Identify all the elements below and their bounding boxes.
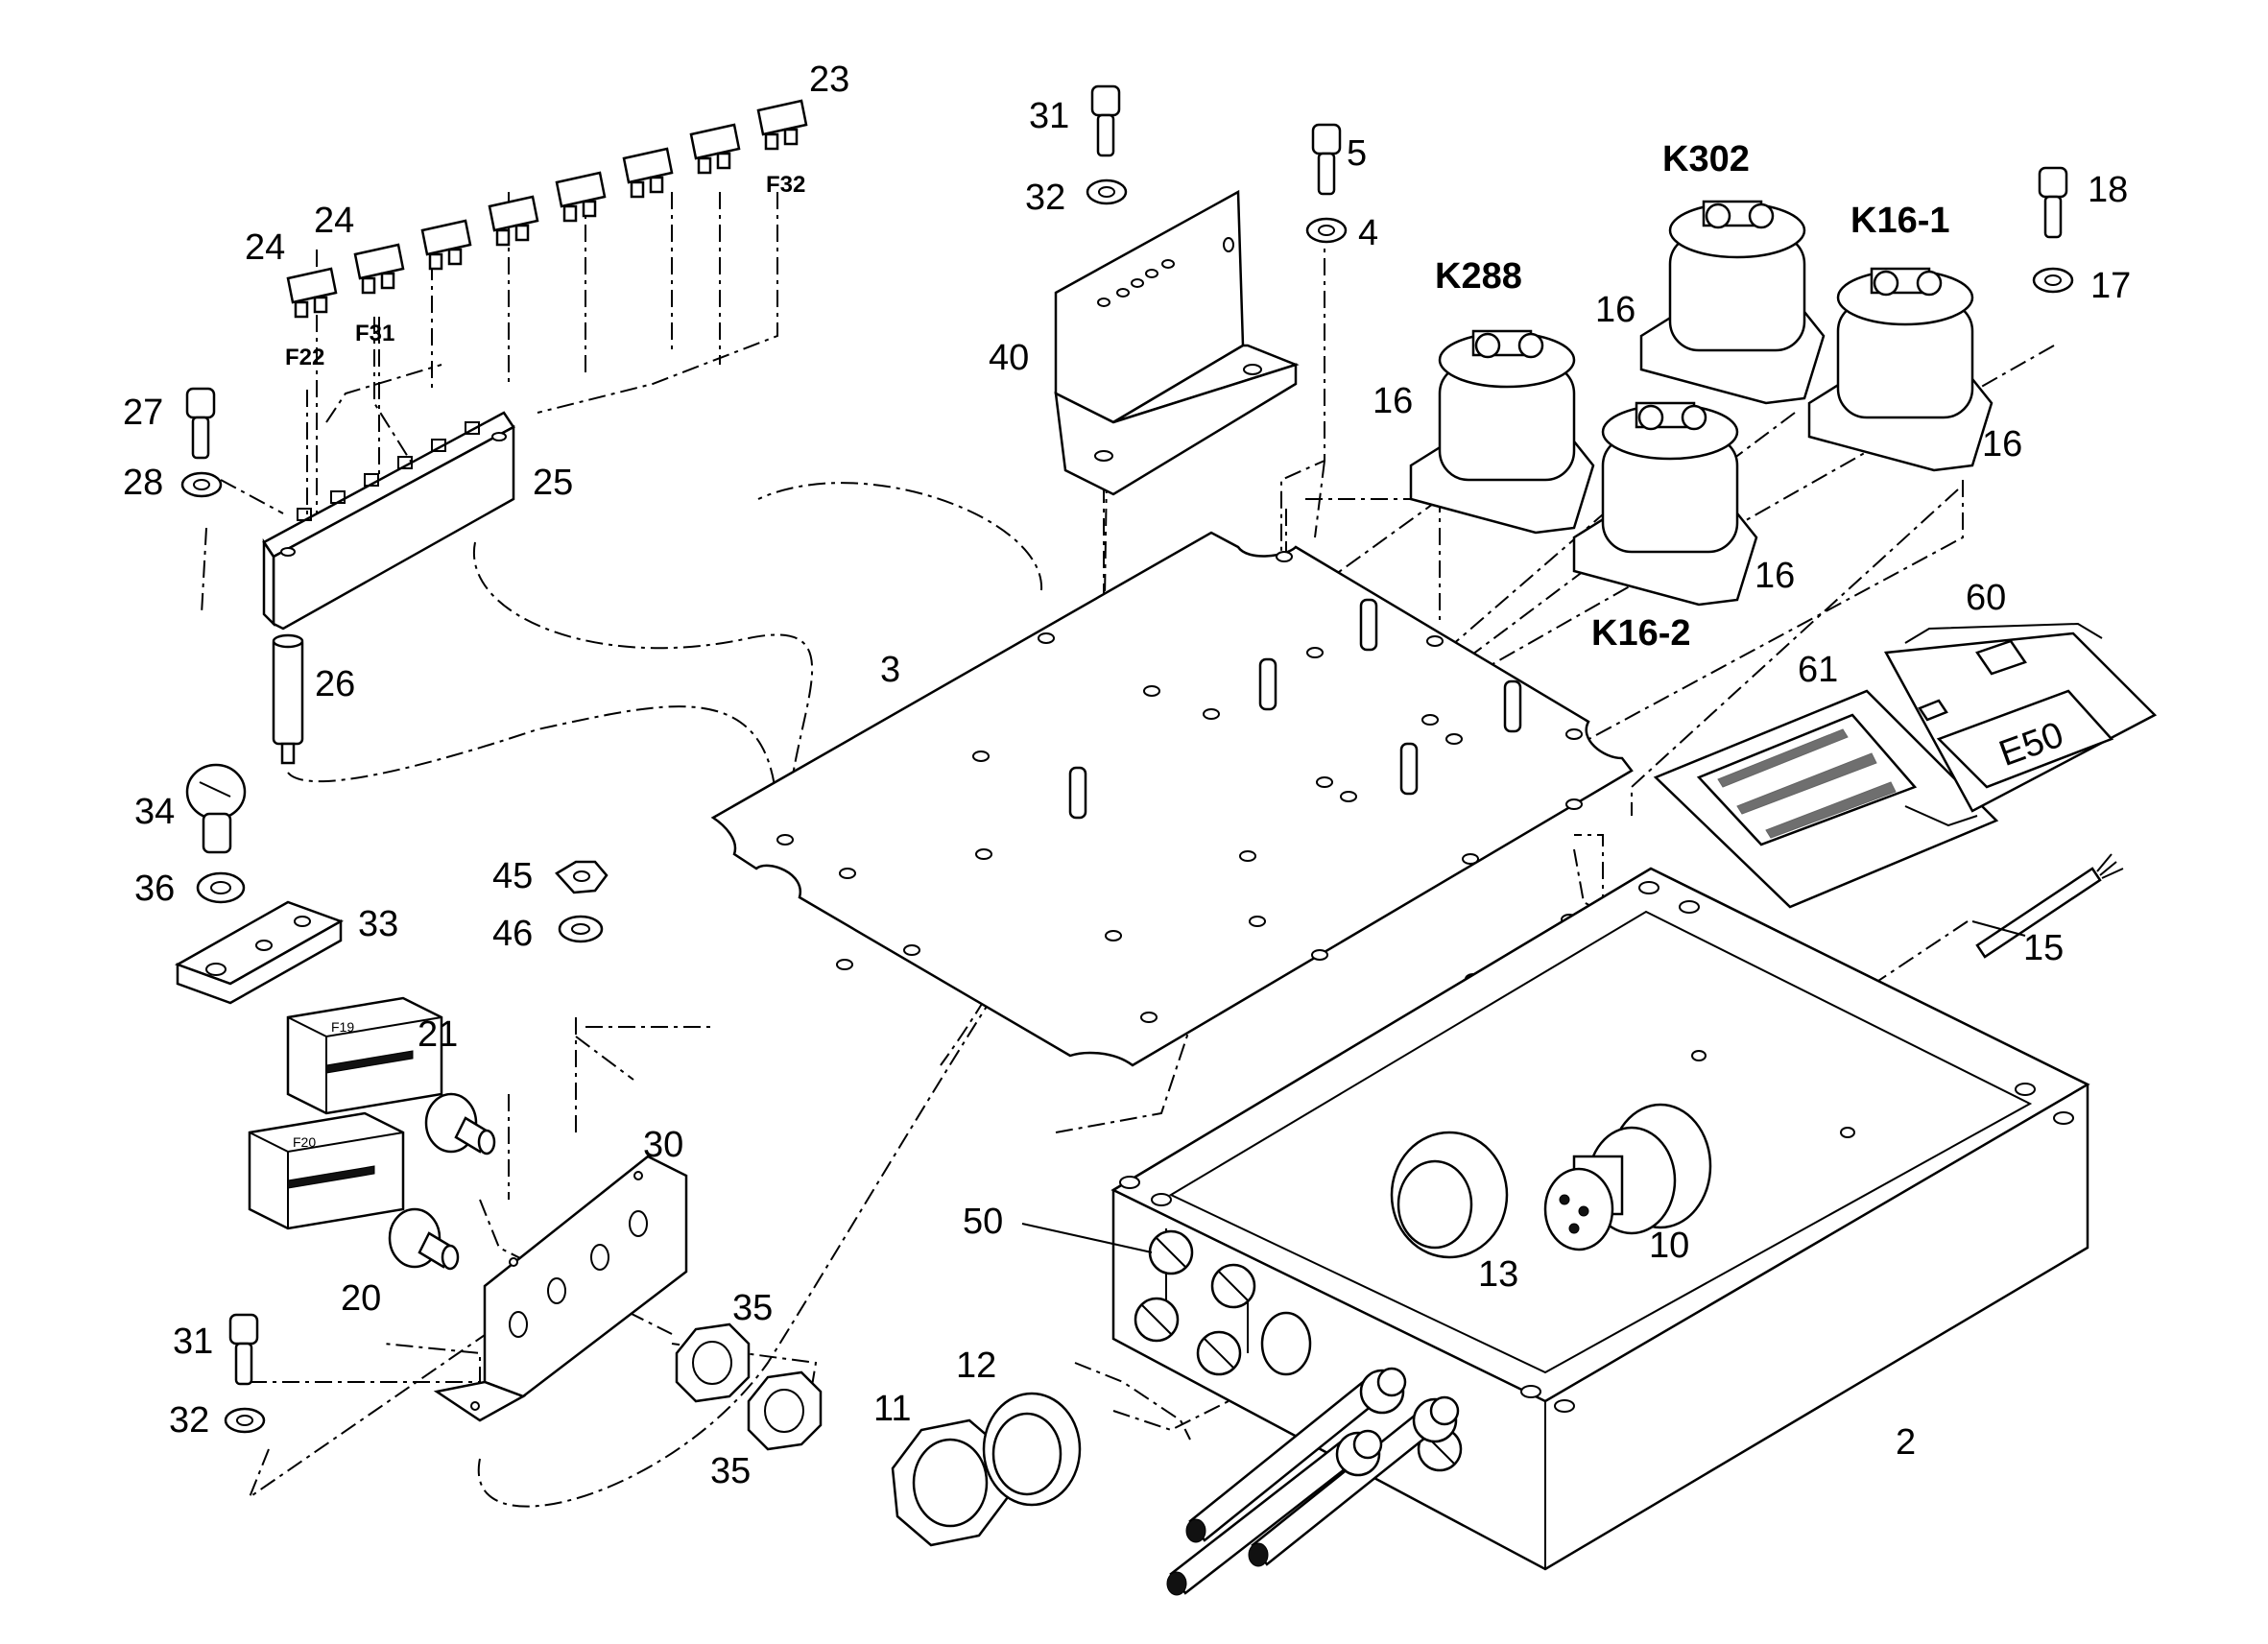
plate-studs bbox=[1068, 598, 1522, 820]
relay-k302 bbox=[1639, 200, 1826, 405]
label-18: 18 bbox=[2088, 170, 2128, 210]
screw-5 bbox=[1311, 123, 1342, 196]
label-35-upper: 35 bbox=[732, 1288, 773, 1328]
breaker-21: F19 bbox=[286, 996, 496, 1156]
label-3: 3 bbox=[880, 650, 900, 690]
label-20: 20 bbox=[341, 1278, 381, 1319]
washer-28 bbox=[180, 471, 223, 498]
label-60: 60 bbox=[1966, 578, 2006, 618]
label-16-k16-1: 16 bbox=[1982, 424, 2022, 465]
label-27: 27 bbox=[123, 393, 163, 433]
bracket-30 bbox=[433, 1155, 688, 1422]
screw-31-top bbox=[1090, 84, 1121, 157]
breaker-20-marking: F20 bbox=[293, 1134, 316, 1150]
screw-27 bbox=[185, 387, 216, 460]
nut-45 bbox=[555, 860, 609, 894]
component-designators: K288 K302 K16-1 K16-2 F22 F31 F32 bbox=[285, 139, 1950, 654]
label-32-top: 32 bbox=[1025, 178, 1065, 218]
part-labels: 2 3 4 5 10 11 12 13 15 16 16 16 16 17 18… bbox=[123, 60, 2131, 1491]
ring-12 bbox=[982, 1392, 1082, 1507]
relay-k16-2 bbox=[1572, 401, 1758, 607]
screw-18 bbox=[2038, 166, 2068, 239]
washer-46 bbox=[558, 915, 604, 943]
label-40: 40 bbox=[989, 338, 1029, 378]
label-46: 46 bbox=[492, 914, 533, 954]
circuit-board-61 bbox=[1653, 689, 1999, 909]
label-5: 5 bbox=[1347, 133, 1367, 174]
label-2: 2 bbox=[1896, 1422, 1916, 1463]
label-28: 28 bbox=[123, 463, 163, 503]
label-21: 21 bbox=[418, 1014, 458, 1055]
label-13: 13 bbox=[1478, 1254, 1518, 1295]
washer-32-bottom bbox=[224, 1407, 266, 1434]
label-15: 15 bbox=[2023, 928, 2064, 968]
label-30: 30 bbox=[643, 1125, 683, 1165]
designator-k16-2: K16-2 bbox=[1591, 613, 1691, 654]
label-31-top: 31 bbox=[1029, 96, 1069, 136]
label-11: 11 bbox=[873, 1389, 911, 1429]
label-12: 12 bbox=[956, 1346, 996, 1386]
nuts-35 bbox=[675, 1322, 823, 1451]
fuse-holder-25 bbox=[262, 411, 515, 631]
label-4: 4 bbox=[1358, 213, 1378, 253]
screw-34 bbox=[185, 763, 247, 854]
cables bbox=[1166, 1367, 1460, 1596]
label-36: 36 bbox=[134, 869, 175, 909]
label-24-right: 24 bbox=[314, 201, 354, 241]
label-10: 10 bbox=[1649, 1226, 1689, 1266]
fuse-holder-slots bbox=[297, 421, 480, 521]
spacer-26 bbox=[272, 633, 304, 765]
connector-10 bbox=[1543, 1103, 1712, 1251]
label-31-bottom: 31 bbox=[173, 1322, 213, 1362]
plate-holes bbox=[776, 551, 1583, 1023]
washer-4 bbox=[1305, 217, 1348, 244]
fuses-23-24 bbox=[286, 99, 808, 319]
label-16-k16-2: 16 bbox=[1755, 556, 1795, 596]
screw-31-bottom bbox=[228, 1313, 259, 1386]
mounting-plate bbox=[710, 531, 1634, 1067]
washer-32-top bbox=[1086, 179, 1128, 205]
washer-17 bbox=[2032, 267, 2074, 294]
label-16-k302: 16 bbox=[1595, 290, 1635, 330]
bar-33 bbox=[175, 900, 344, 1005]
label-25: 25 bbox=[533, 463, 573, 503]
fuse-label-f31: F31 bbox=[355, 321, 394, 346]
breaker-21-marking: F19 bbox=[331, 1019, 354, 1035]
washer-36 bbox=[196, 871, 246, 904]
label-23: 23 bbox=[809, 60, 849, 100]
designator-k302: K302 bbox=[1662, 139, 1750, 179]
relay-k288 bbox=[1409, 329, 1595, 535]
label-24-left: 24 bbox=[245, 227, 285, 268]
breaker-20: F20 bbox=[248, 1111, 460, 1271]
seal-ring-13 bbox=[1390, 1131, 1509, 1259]
label-17: 17 bbox=[2090, 266, 2131, 306]
designator-k288: K288 bbox=[1435, 256, 1522, 297]
label-26: 26 bbox=[315, 664, 355, 704]
label-61: 61 bbox=[1798, 650, 1838, 690]
label-33: 33 bbox=[358, 904, 398, 944]
fuse-label-f22: F22 bbox=[285, 345, 324, 370]
leader-lines bbox=[1021, 920, 2026, 1253]
fuse-label-f32: F32 bbox=[766, 172, 805, 198]
label-34: 34 bbox=[134, 792, 175, 832]
label-50: 50 bbox=[963, 1202, 1003, 1242]
label-35-lower: 35 bbox=[710, 1451, 751, 1491]
bracket-40 bbox=[1054, 189, 1300, 496]
label-32-bottom: 32 bbox=[169, 1400, 209, 1441]
wire-15 bbox=[1975, 853, 2124, 959]
designator-k16-1: K16-1 bbox=[1850, 201, 1950, 241]
label-plate-60: E50 bbox=[1884, 622, 2158, 813]
relay-k16-1 bbox=[1807, 267, 1993, 472]
label-45: 45 bbox=[492, 856, 533, 896]
label-16-k288: 16 bbox=[1373, 381, 1413, 421]
